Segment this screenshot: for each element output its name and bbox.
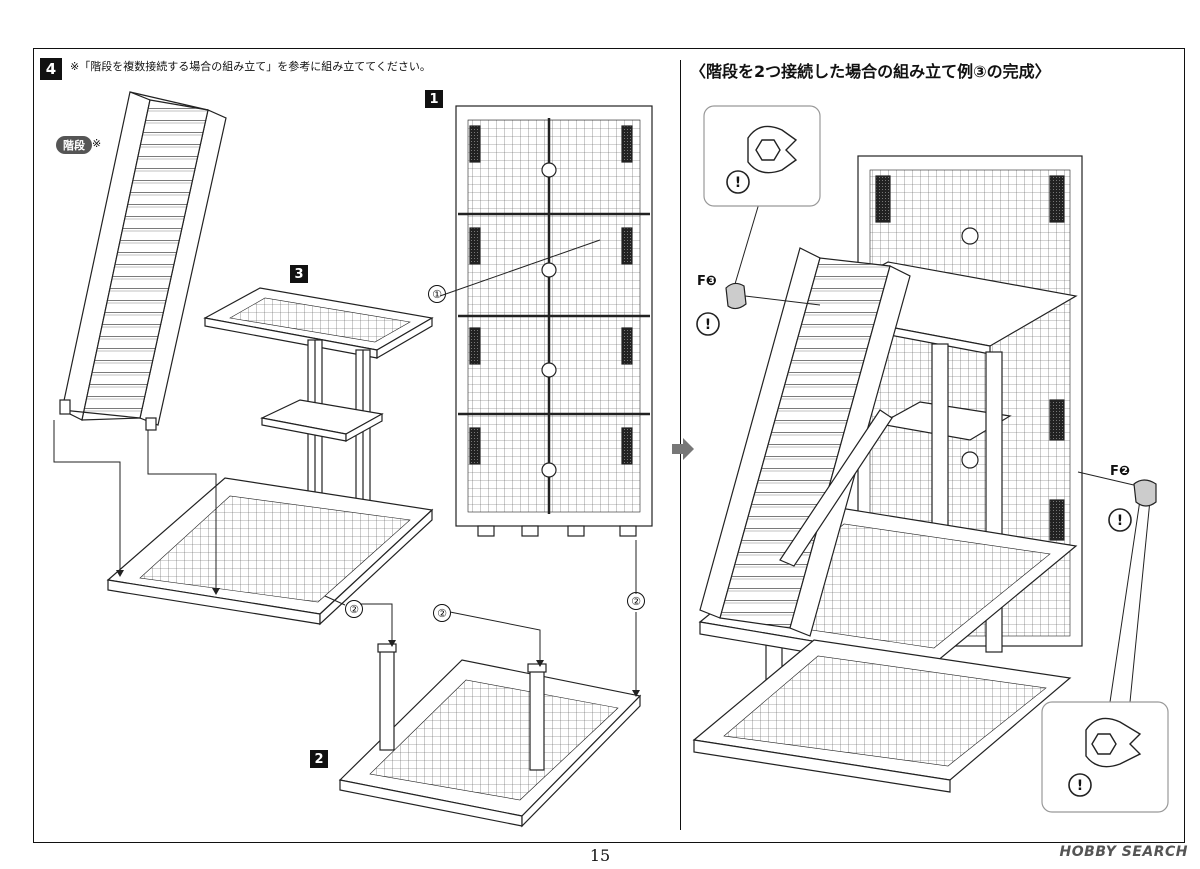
callout-2b: ② <box>433 604 451 622</box>
part-f3-label: F❸ <box>697 274 717 289</box>
clip-part-f2-detail <box>1085 717 1142 768</box>
warning-mark: ! <box>705 317 711 333</box>
warning-icon <box>696 170 1132 797</box>
assembly-guide-lines <box>53 239 637 690</box>
platform-3-mid <box>260 399 384 443</box>
base-plate-2 <box>338 643 642 828</box>
stairs-note-mark: ※ <box>92 137 102 150</box>
warning-mark: ! <box>1117 513 1123 529</box>
clip-part-f2 <box>1133 479 1157 507</box>
callout-2a: ② <box>345 600 363 618</box>
watermark-logo: HOBBY SEARCH <box>1059 844 1188 860</box>
warning-mark: ! <box>735 175 741 191</box>
page-number: 15 <box>589 846 611 865</box>
base-plate-middle <box>106 477 434 626</box>
completion-title: 〈階段を2つ接続した場合の組み立て例③の完成〉 <box>690 62 1051 81</box>
assembly-note: ※「階段を複数接続する場合の組み立て」を参考に組み立ててください。 <box>70 60 431 73</box>
clip-part-f3 <box>725 282 747 310</box>
clip-part-f3-detail <box>747 125 798 174</box>
next-arrow-icon <box>672 438 694 460</box>
part-2-label: 2 <box>310 750 328 768</box>
part-f2-label: F❷ <box>1110 464 1130 479</box>
part-1-label: 1 <box>425 90 443 108</box>
page-frame <box>33 48 1185 843</box>
step-number-box: 4 <box>40 58 62 80</box>
stairs-badge: 階段 <box>56 136 92 154</box>
completed-assembly <box>692 155 1083 793</box>
wall-part-1 <box>455 105 653 537</box>
detail-leader-lines <box>734 199 1151 703</box>
part-3-label: 3 <box>290 265 308 283</box>
platform-3-top <box>203 287 434 360</box>
stairs-part <box>59 91 227 431</box>
warning-mark: ! <box>1077 778 1083 794</box>
